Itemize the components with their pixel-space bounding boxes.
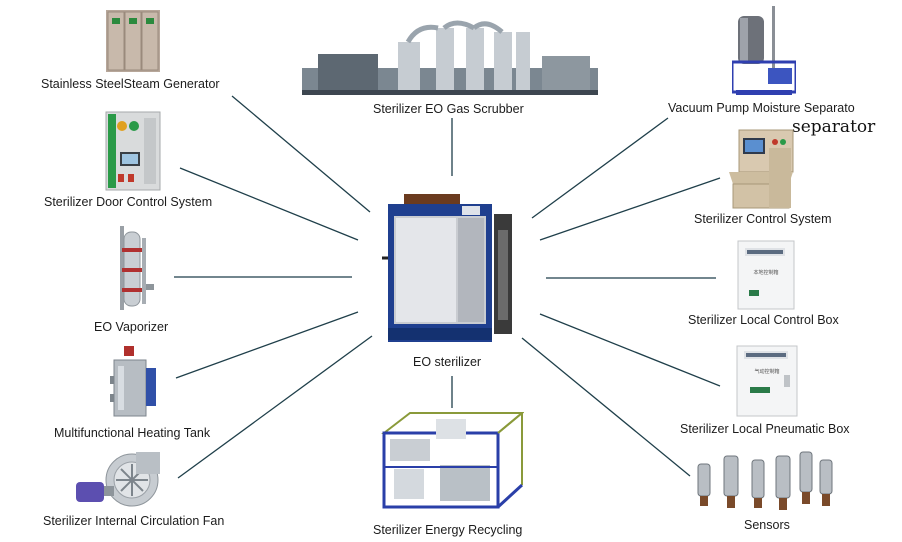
pneumatic-box-label: Sterilizer Local Pneumatic Box — [680, 422, 850, 436]
vacuum-pump-node — [732, 4, 796, 98]
pneumatic-box-node: 气动控制箱 — [736, 345, 798, 417]
vaporizer-node — [110, 224, 156, 312]
circulation-fan-label: Sterilizer Internal Circulation Fan — [43, 514, 225, 528]
steam-generator-label: Stainless SteelSteam Generator — [41, 77, 220, 91]
gas-scrubber-icon — [302, 20, 598, 95]
sensors-icon — [697, 451, 833, 510]
vacuum-pump-icon — [732, 6, 796, 95]
vacuum-pump-label: Vacuum Pump Moisture Separato — [668, 101, 855, 115]
control-box-node: 本地控制箱 — [737, 240, 795, 310]
control-console-label: Sterilizer Control System — [694, 212, 832, 226]
steam-generator-node — [104, 8, 162, 74]
energy-recycling-node — [380, 405, 524, 515]
energy-recycling-label: Sterilizer Energy Recycling — [373, 523, 523, 537]
circulation-fan-node — [70, 450, 162, 512]
control-console-icon — [729, 129, 794, 209]
separator-annotation: separator — [792, 117, 876, 137]
control-box-icon: 本地控制箱 — [737, 240, 795, 310]
connector-heating — [175, 311, 359, 379]
connector-control — [539, 177, 721, 241]
pneumatic-box-text: 气动控制箱 — [754, 368, 779, 375]
door-control-icon — [105, 111, 161, 191]
eo-sterilizer-icon — [382, 194, 512, 342]
eo-sterilizer-node — [382, 190, 522, 350]
center-label: EO sterilizer — [413, 355, 482, 369]
gas-scrubber-label: Sterilizer EO Gas Scrubber — [373, 102, 524, 116]
vaporizer-label: EO Vaporizer — [94, 320, 169, 334]
circulation-fan-icon — [76, 452, 160, 507]
sensors-node — [694, 448, 844, 516]
vaporizer-icon — [120, 226, 154, 310]
connector-pneumatic — [539, 313, 721, 387]
door-control-label: Sterilizer Door Control System — [44, 195, 213, 209]
control-console-node — [729, 128, 795, 210]
heating-tank-label: Multifunctional Heating Tank — [54, 426, 211, 440]
heating-tank-node — [110, 346, 160, 420]
connector-door — [179, 167, 359, 241]
connector-vacuum — [531, 117, 669, 219]
energy-recycling-icon — [381, 412, 524, 509]
connector-steam — [231, 95, 371, 213]
door-control-node — [104, 110, 162, 192]
control-box-text: 本地控制箱 — [753, 269, 778, 276]
sensors-label: Sensors — [744, 518, 790, 532]
pneumatic-box-icon: 气动控制箱 — [736, 345, 798, 417]
connector-sensors — [521, 337, 691, 477]
control-box-label: Sterilizer Local Control Box — [688, 313, 839, 327]
connector-fan — [177, 335, 373, 479]
gas-scrubber-node — [298, 18, 602, 98]
heating-tank-icon — [110, 346, 156, 417]
steam-generator-icon — [106, 10, 160, 72]
